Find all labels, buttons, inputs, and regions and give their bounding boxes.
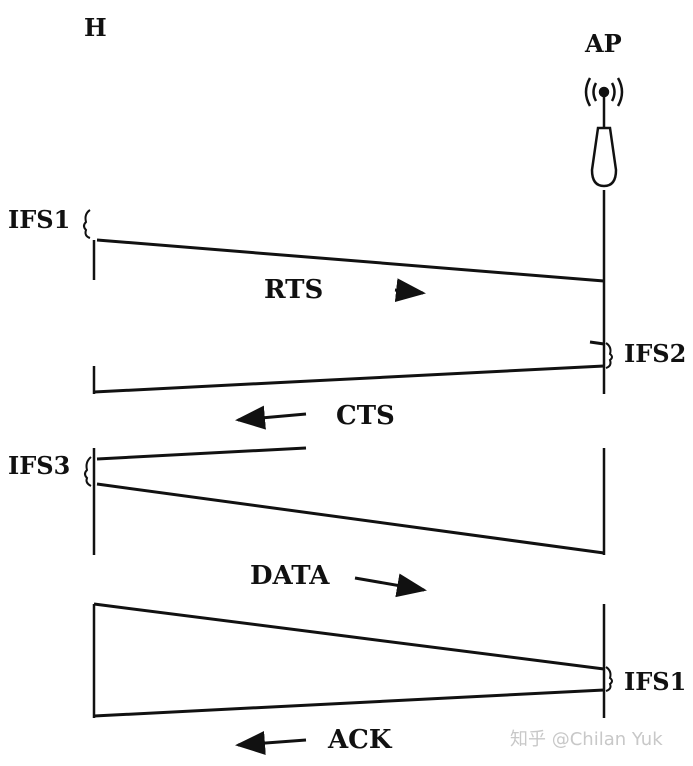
ifs1-bottom-label: IFS1 [624, 667, 686, 696]
watermark-text: 知乎 @Chilan Yuk [510, 729, 663, 750]
ifs1-bottom-brace [605, 666, 613, 692]
ack-frame [93, 602, 605, 755]
data-label: DATA [250, 561, 330, 591]
ifs1-top-label: IFS1 [8, 205, 70, 234]
ifs1-top-brace [83, 209, 91, 239]
arrow-left-icon [235, 731, 307, 755]
ifs3-label: IFS3 [8, 451, 70, 480]
ack-label: ACK [327, 725, 393, 755]
rts-label: RTS [264, 275, 323, 305]
cts-frame [93, 340, 605, 430]
ifs2-label: IFS2 [624, 339, 686, 368]
ifs-braces [83, 209, 613, 692]
ifs2-brace [605, 342, 613, 369]
arrow-left-icon [235, 405, 307, 430]
ifs3-brace [84, 456, 92, 487]
arrow-right-icon [354, 573, 427, 598]
antenna-tower-icon [584, 77, 624, 188]
ap-label: AP [584, 29, 622, 58]
data-frame [96, 446, 605, 598]
rts-frame [96, 238, 605, 303]
arrow-right-icon [394, 278, 426, 303]
host-label: H [84, 13, 107, 42]
cts-label: CTS [336, 401, 395, 431]
